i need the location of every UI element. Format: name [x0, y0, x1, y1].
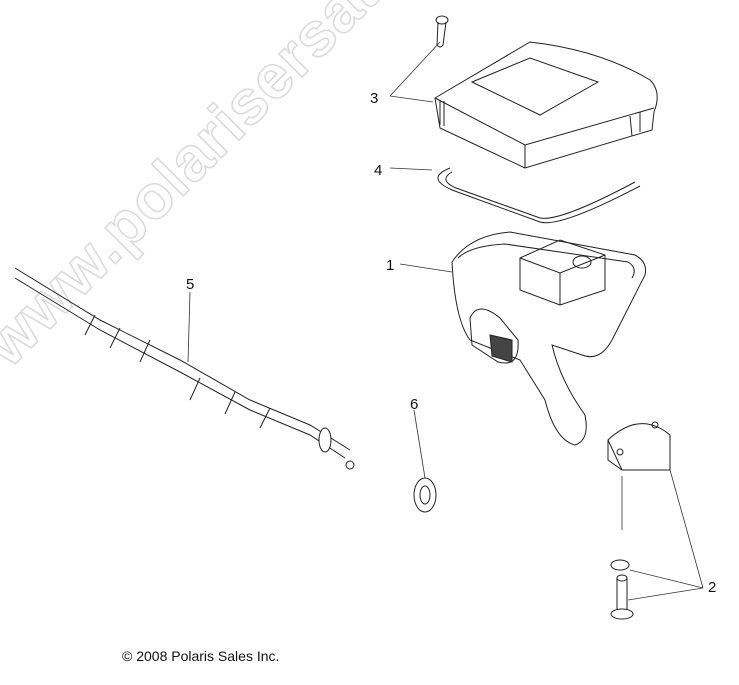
cover-icon — [434, 41, 658, 169]
clamp-icon — [607, 421, 671, 471]
leader-lines — [187, 41, 704, 601]
callout-6: 6 — [410, 396, 419, 413]
switch-housing-icon — [451, 231, 646, 446]
callout-5: 5 — [186, 276, 195, 293]
copyright-text: © 2008 Polaris Sales Inc. — [122, 648, 280, 664]
callout-3: 3 — [370, 90, 379, 107]
washer-icon — [413, 477, 437, 513]
cable-icon — [14, 267, 355, 470]
screw-icon — [435, 15, 449, 48]
lock-washer-icon — [610, 559, 630, 571]
callout-1: 1 — [386, 257, 395, 274]
callout-2: 2 — [708, 579, 717, 596]
bolt-icon — [610, 574, 634, 620]
gasket-icon — [437, 167, 641, 224]
callout-4: 4 — [374, 162, 383, 179]
